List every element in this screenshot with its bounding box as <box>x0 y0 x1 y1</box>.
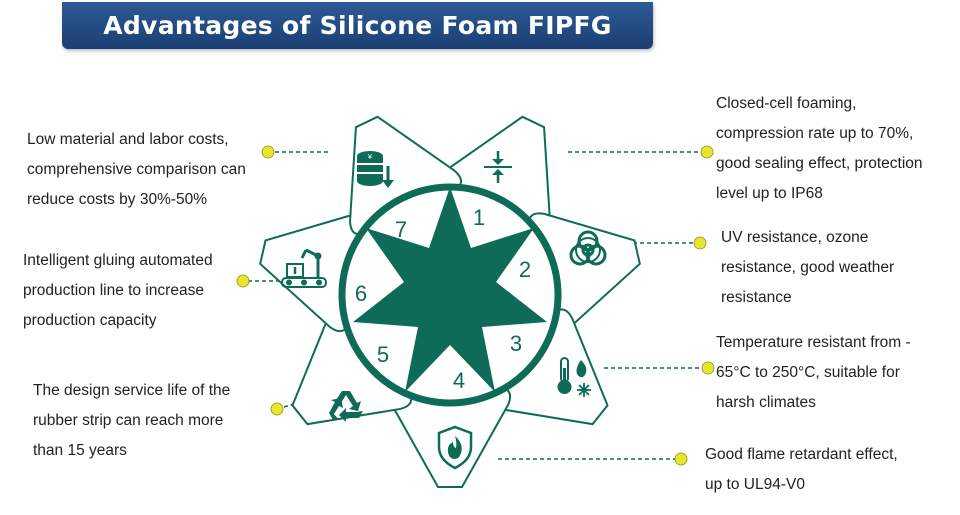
feature-6-line-1: Intelligent gluing automated <box>23 252 213 269</box>
segment-number-6: 6 <box>355 281 367 306</box>
feature-text-7: Low material and labor costs, comprehens… <box>27 125 246 215</box>
feature-1-line-4: level up to IP68 <box>716 185 823 202</box>
feature-6-line-3: production capacity <box>23 312 157 329</box>
feature-3-line-1: Temperature resistant from - <box>716 334 911 351</box>
feature-text-5: The design service life of the rubber st… <box>33 376 230 466</box>
segment-number-1: 1 <box>473 205 485 230</box>
feature-1-line-3: good sealing effect, protection <box>716 155 923 172</box>
compression-arrows-icon <box>484 151 512 183</box>
feature-7-line-3: reduce costs by 30%-50% <box>27 191 208 208</box>
leader-dot-1 <box>700 145 714 159</box>
feature-text-6: Intelligent gluing automated production … <box>23 246 213 336</box>
feature-5-line-1: The design service life of the <box>33 382 231 399</box>
segment-number-3: 3 <box>510 331 522 356</box>
segment-numbers: 1 2 3 4 5 6 7 <box>355 205 531 393</box>
feature-4-line-2: up to UL94-V0 <box>705 476 805 493</box>
segment-number-2: 2 <box>519 257 531 282</box>
feature-5-line-3: than 15 years <box>33 442 127 459</box>
center-star <box>353 187 547 392</box>
leader-dot-7 <box>261 145 275 159</box>
leader-dot-6 <box>236 274 250 288</box>
feature-7-line-1: Low material and labor costs, <box>27 131 229 148</box>
feature-2-line-1: UV resistance, ozone <box>721 229 869 246</box>
feature-6-line-2: production line to increase <box>23 282 204 299</box>
feature-4-line-1: Good flame retardant effect, <box>705 446 898 463</box>
feature-2-line-2: resistance, good weather <box>721 259 895 276</box>
feature-text-1: Closed-cell foaming, compression rate up… <box>716 89 923 209</box>
feature-2-line-3: resistance <box>721 289 792 306</box>
biohazard-icon <box>569 230 607 266</box>
feature-7-line-2: comprehensive comparison can <box>27 161 246 178</box>
flame-shield-icon <box>437 425 473 470</box>
segment-number-4: 4 <box>453 368 465 393</box>
coin-stack-down-icon: ¥ <box>357 151 394 188</box>
feature-text-3: Temperature resistant from - 65°C to 250… <box>716 328 911 418</box>
recycle-icon <box>329 391 363 422</box>
feature-1-line-2: compression rate up to 70%, <box>716 125 914 142</box>
svg-text:¥: ¥ <box>368 153 373 161</box>
leader-dot-5 <box>270 402 284 416</box>
thermometer-snowflake-flame-icon <box>557 357 591 397</box>
feature-text-4: Good flame retardant effect, up to UL94-… <box>705 440 898 500</box>
feature-3-line-3: harsh climates <box>716 394 816 411</box>
feature-5-line-2: rubber strip can reach more <box>33 412 224 429</box>
robot-arm-conveyor-icon <box>281 248 327 288</box>
page-title: Advantages of Silicone Foam FIPFG <box>103 11 612 40</box>
segment-number-7: 7 <box>395 217 407 242</box>
feature-3-line-2: 65°C to 250°C, suitable for <box>716 364 900 381</box>
title-banner: Advantages of Silicone Foam FIPFG <box>62 2 653 49</box>
leader-dots <box>236 145 715 466</box>
feature-text-2: UV resistance, ozone resistance, good we… <box>721 223 894 313</box>
leader-dot-3 <box>701 361 715 375</box>
feature-1-line-1: Closed-cell foaming, <box>716 95 857 112</box>
leader-dot-4 <box>674 452 688 466</box>
leader-dot-2 <box>693 236 707 250</box>
segment-number-5: 5 <box>377 342 389 367</box>
